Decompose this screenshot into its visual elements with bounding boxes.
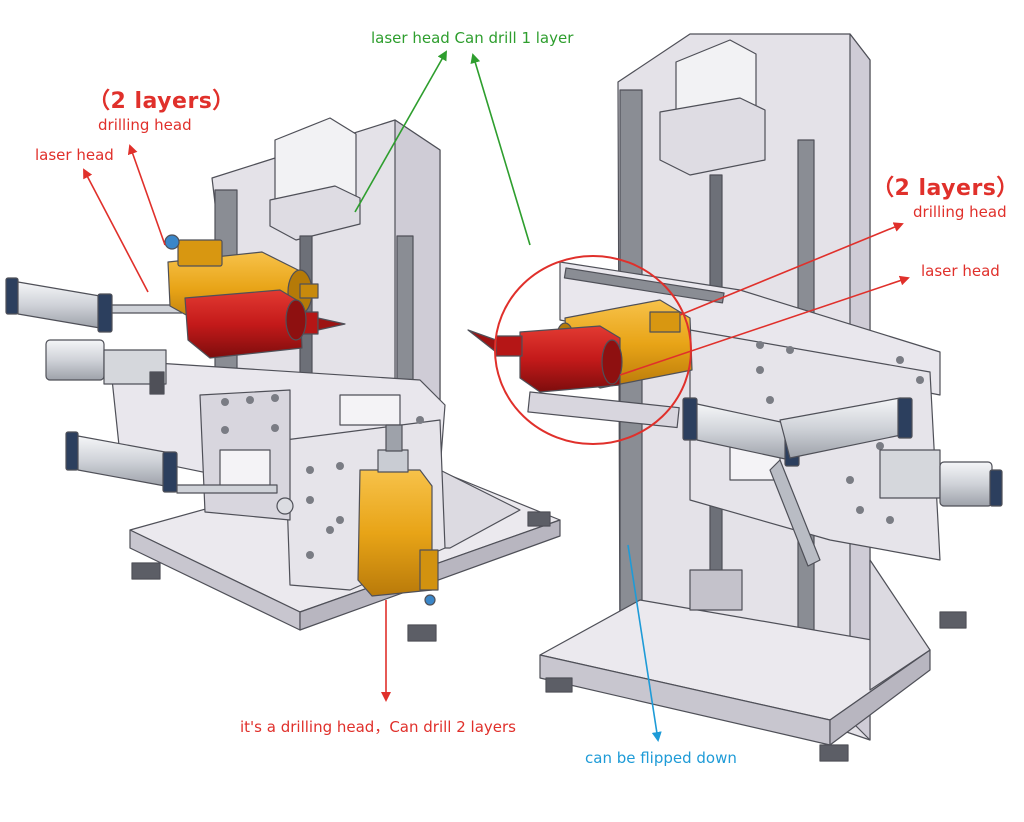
right-cylinder-angled xyxy=(769,397,913,567)
arrow-icon-right-drilling xyxy=(679,222,904,316)
label-left-laser-head: laser head xyxy=(35,146,114,164)
label-can-be-flipped-down: can be flipped down xyxy=(585,749,737,767)
right-laser-head xyxy=(467,325,623,393)
label-right-drilling-head: drilling head xyxy=(913,203,1007,221)
label-left-drilling-head: drilling head xyxy=(98,116,192,134)
left-cylinder-upper xyxy=(5,277,183,333)
right-cylinder-side xyxy=(879,449,1003,507)
highlight-circle xyxy=(494,255,692,445)
arrow-icon-flipped-down xyxy=(627,544,662,742)
label-bottom-drilling-head: it's a drilling head，Can drill 2 layers xyxy=(240,718,516,736)
arrow-icon-right-laser xyxy=(619,275,910,376)
left-cylinder-middle xyxy=(45,339,167,395)
annotation-arrows xyxy=(83,50,910,742)
label-right-two-layers: （2 layers） xyxy=(872,176,1019,201)
left-cylinder-lower xyxy=(65,431,294,515)
arrow-icon-left-laser xyxy=(83,168,149,293)
label-left-two-layers: （2 layers） xyxy=(88,89,235,114)
green-arrow-right xyxy=(470,53,531,246)
right-machine xyxy=(467,33,1003,762)
left-machine xyxy=(5,117,561,642)
label-right-laser-head: laser head xyxy=(921,262,1000,280)
left-laser-head xyxy=(184,289,346,359)
green-arrow-left xyxy=(354,50,447,213)
arrow-icon-left-drilling xyxy=(127,144,166,246)
left-drilling-head-lower xyxy=(357,424,439,606)
label-laser-can-drill-1-layer: laser head Can drill 1 layer xyxy=(371,29,574,47)
